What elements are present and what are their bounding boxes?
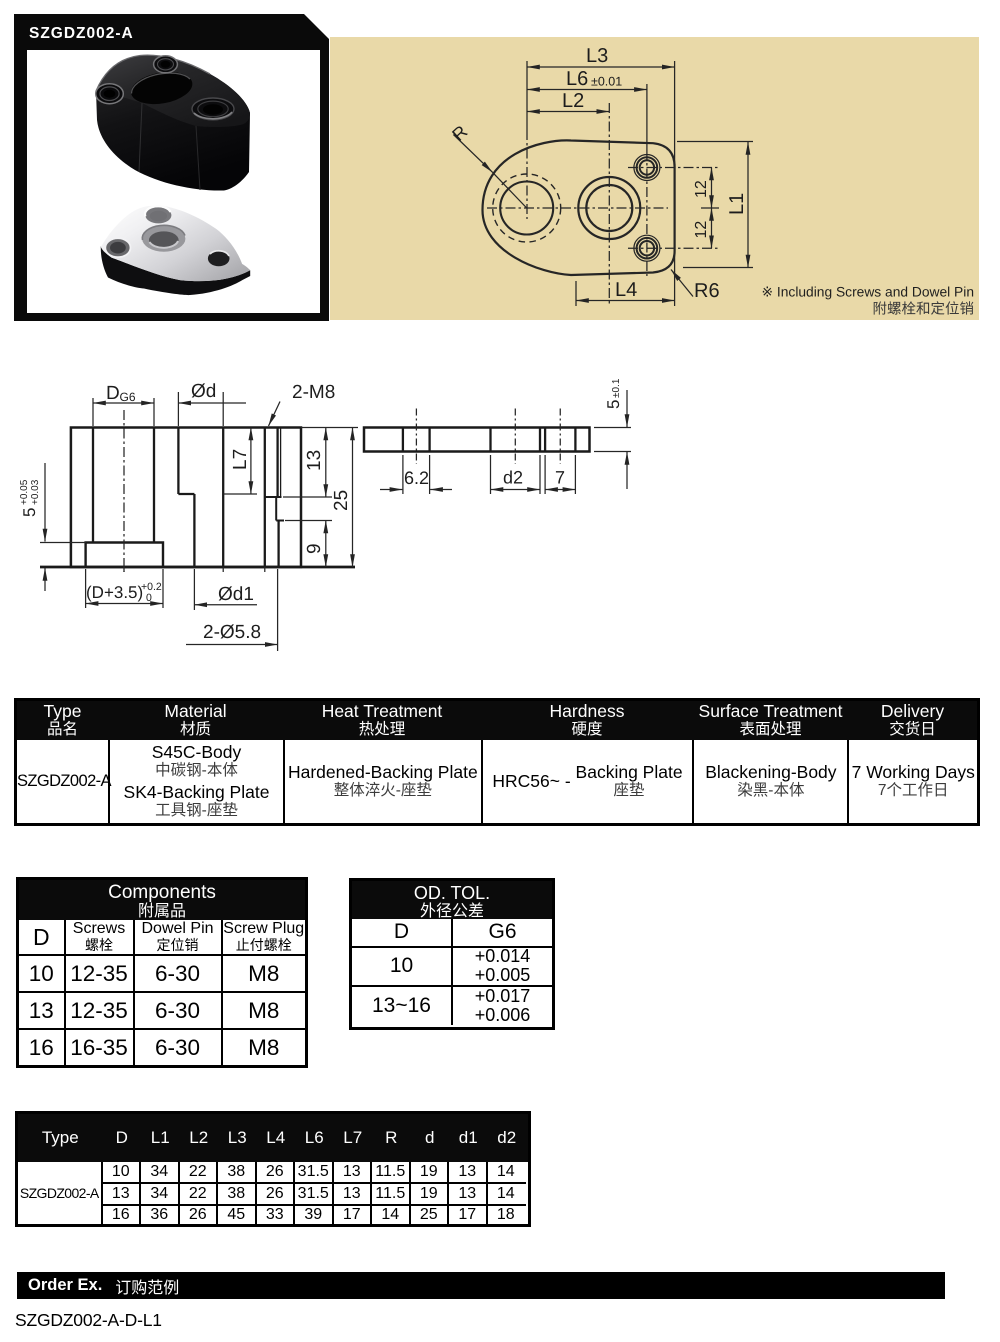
svg-text:L6: L6: [566, 68, 588, 90]
svg-text:7: 7: [555, 468, 565, 488]
svg-text:+0.03: +0.03: [30, 479, 41, 505]
svg-text:0: 0: [146, 592, 152, 604]
svg-text:L2: L2: [562, 90, 584, 112]
svg-text:Ød: Ød: [191, 381, 216, 402]
svg-text:※ Including Screws and Dowel P: ※ Including Screws and Dowel Pin: [762, 285, 974, 300]
svg-text:G6: G6: [120, 390, 136, 404]
svg-text:+0.2: +0.2: [141, 581, 162, 593]
svg-text:D: D: [106, 383, 120, 404]
svg-text:L3: L3: [586, 45, 608, 67]
svg-text:5: 5: [604, 400, 623, 409]
svg-text:R: R: [448, 121, 471, 145]
svg-text:附螺栓和定位销: 附螺栓和定位销: [873, 301, 975, 318]
svg-text:L1: L1: [726, 193, 748, 215]
svg-text:d2: d2: [503, 468, 523, 488]
svg-text:L7: L7: [230, 449, 251, 470]
svg-text:±0.1: ±0.1: [611, 378, 622, 398]
svg-text:±0.01: ±0.01: [591, 75, 622, 89]
svg-text:12: 12: [693, 221, 710, 239]
svg-text:+0.05: +0.05: [19, 479, 30, 505]
svg-text:2-Ø5.8: 2-Ø5.8: [203, 622, 261, 643]
svg-text:L4: L4: [615, 279, 637, 301]
svg-text:13: 13: [304, 450, 325, 471]
svg-text:25: 25: [331, 490, 352, 511]
svg-text:5: 5: [20, 508, 39, 517]
svg-text:2-M8: 2-M8: [292, 382, 335, 403]
svg-text:R6: R6: [694, 280, 720, 302]
svg-text:Ød1: Ød1: [218, 584, 254, 605]
svg-text:6.2: 6.2: [404, 468, 429, 488]
svg-text:(D+3.5): (D+3.5): [86, 583, 143, 602]
svg-text:9: 9: [304, 543, 325, 554]
svg-text:12: 12: [693, 180, 710, 198]
